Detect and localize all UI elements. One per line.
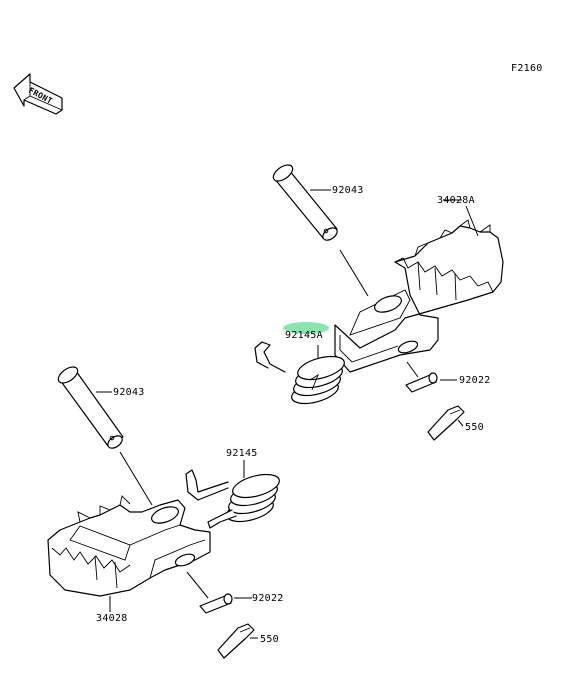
diagram-code: F2160 (511, 63, 543, 74)
footpeg-left (47, 495, 211, 597)
spring-left (185, 469, 280, 529)
label-footpeg-right: 34028A (437, 195, 475, 206)
spring-right (254, 341, 345, 405)
label-washer-left: 92022 (252, 593, 284, 604)
washer-right (405, 372, 438, 393)
label-cotter-left: 550 (260, 634, 279, 645)
pin-left (57, 366, 124, 449)
washer-left (199, 593, 233, 614)
cotter-right (427, 405, 465, 441)
cotter-left (217, 623, 255, 659)
pin-right (272, 164, 338, 241)
label-spring-left: 92145 (226, 448, 258, 459)
label-pin-left: 92043 (113, 387, 145, 398)
highlight-marker (283, 322, 329, 334)
front-arrow-icon: FRONT (13, 73, 63, 115)
label-footpeg-left: 34028 (96, 613, 128, 624)
label-pin-right: 92043 (332, 185, 364, 196)
label-cotter-right: 550 (465, 422, 484, 433)
label-spring-right: 92145A (285, 330, 323, 341)
label-washer-right: 92022 (459, 375, 491, 386)
footpeg-right (334, 219, 504, 373)
